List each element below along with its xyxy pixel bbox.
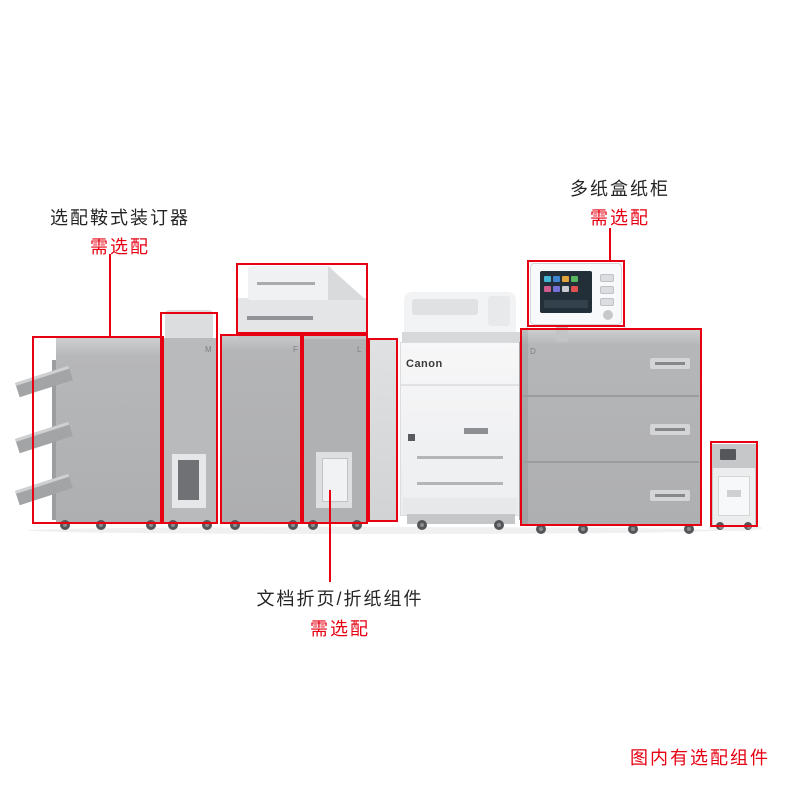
bridge-connector-body — [370, 340, 396, 520]
small-unit-mark — [727, 490, 741, 497]
label-paper-deck-title: 多纸盒纸柜 — [570, 179, 670, 199]
scanner-band — [402, 332, 520, 342]
screen-app-icon — [571, 286, 578, 292]
callout-line-paper-deck — [609, 228, 611, 262]
finisher-section-body — [222, 336, 302, 522]
module-tag-finisher: M — [205, 345, 212, 354]
option-outline-small-unit — [710, 441, 758, 527]
caster-wheel — [168, 520, 178, 530]
caster-wheel — [578, 524, 588, 534]
label-footer-note: 图内有选配组件 — [630, 748, 770, 768]
small-unit-display — [720, 449, 736, 460]
label-folding-unit-title: 文档折页/折纸组件 — [256, 589, 424, 609]
paper-deck-left-shade — [522, 330, 528, 526]
option-outline-folding-unit — [300, 334, 368, 524]
printer-plinth — [407, 514, 515, 524]
caster-wheel — [684, 524, 694, 534]
paper-drawer-1 — [403, 446, 517, 474]
printer-power-indicator — [408, 434, 415, 441]
label-saddle-stitcher-title: 选配鞍式装订器 — [50, 208, 190, 228]
caster-wheel — [352, 520, 362, 530]
caster-wheel — [536, 524, 546, 534]
option-outline-finisher-section — [220, 334, 304, 524]
panel-hard-key — [600, 298, 614, 306]
module-tag-deck: D — [530, 347, 536, 356]
screen-status-bar — [544, 300, 588, 308]
caster-wheel — [494, 520, 504, 530]
deck-drawer-divider — [523, 461, 699, 463]
option-outline-saddle-finisher — [32, 336, 164, 524]
option-outline-top-assembly — [236, 263, 368, 334]
option-outline-bridge — [368, 338, 398, 522]
caster-wheel — [60, 520, 70, 530]
option-outline-paper-deck — [520, 328, 702, 526]
deck-drawer-handle-slot — [655, 428, 685, 431]
callout-line-saddle-stitcher — [109, 254, 111, 338]
brand-logo: Canon — [406, 358, 443, 370]
label-folding-unit-note: 需选配 — [310, 619, 370, 639]
stacker-top-cap — [165, 310, 213, 340]
caster-wheel — [288, 520, 298, 530]
floor-shadow-small-unit — [708, 525, 762, 531]
floor-shadow — [28, 527, 718, 534]
printer-lower-panel — [403, 498, 517, 514]
label-saddle-stitcher-note: 需选配 — [90, 237, 150, 257]
printer-body-seam — [401, 384, 519, 386]
module-tag-folder-left: F — [293, 345, 298, 354]
paper-drawer-2-handle — [417, 482, 503, 485]
paper-drawer-1-handle — [417, 456, 503, 459]
screen-app-icon — [553, 276, 560, 282]
module-tag-folder-right: L — [357, 345, 362, 354]
screen-app-icon — [544, 286, 551, 292]
deck-drawer-handle-slot — [655, 494, 685, 497]
document-feeder-hinge — [488, 296, 510, 326]
caster-wheel — [230, 520, 240, 530]
caster-wheel — [146, 520, 156, 530]
document-feeder-inset — [412, 299, 478, 315]
callout-line-folding-unit — [329, 490, 331, 582]
inserter-slot — [257, 282, 315, 285]
printer-model-badge — [464, 428, 488, 434]
screen-app-icon — [562, 286, 569, 292]
saddle-finisher-body — [56, 338, 164, 522]
paper-drawer-2 — [403, 472, 517, 500]
screen-app-icon — [553, 286, 560, 292]
option-outline-stacker — [160, 312, 218, 524]
caster-wheel — [308, 520, 318, 530]
deck-drawer-divider — [523, 395, 699, 397]
screen-app-icon — [562, 276, 569, 282]
deck-drawer-handle-slot — [655, 362, 685, 365]
panel-home-button — [603, 310, 613, 320]
panel-hard-key — [600, 286, 614, 294]
caster-wheel — [628, 524, 638, 534]
label-paper-deck-note: 需选配 — [590, 208, 650, 228]
screen-app-icon — [544, 276, 551, 282]
caster-wheel — [96, 520, 106, 530]
option-outline-control-panel — [527, 260, 625, 327]
panel-hard-key — [600, 274, 614, 282]
finisher-output-slot — [247, 316, 313, 320]
screen-app-icon — [571, 276, 578, 282]
stacker-lower-slot — [178, 460, 199, 500]
folding-unit-panel-inner — [322, 458, 348, 502]
caster-wheel — [417, 520, 427, 530]
caster-wheel — [202, 520, 212, 530]
